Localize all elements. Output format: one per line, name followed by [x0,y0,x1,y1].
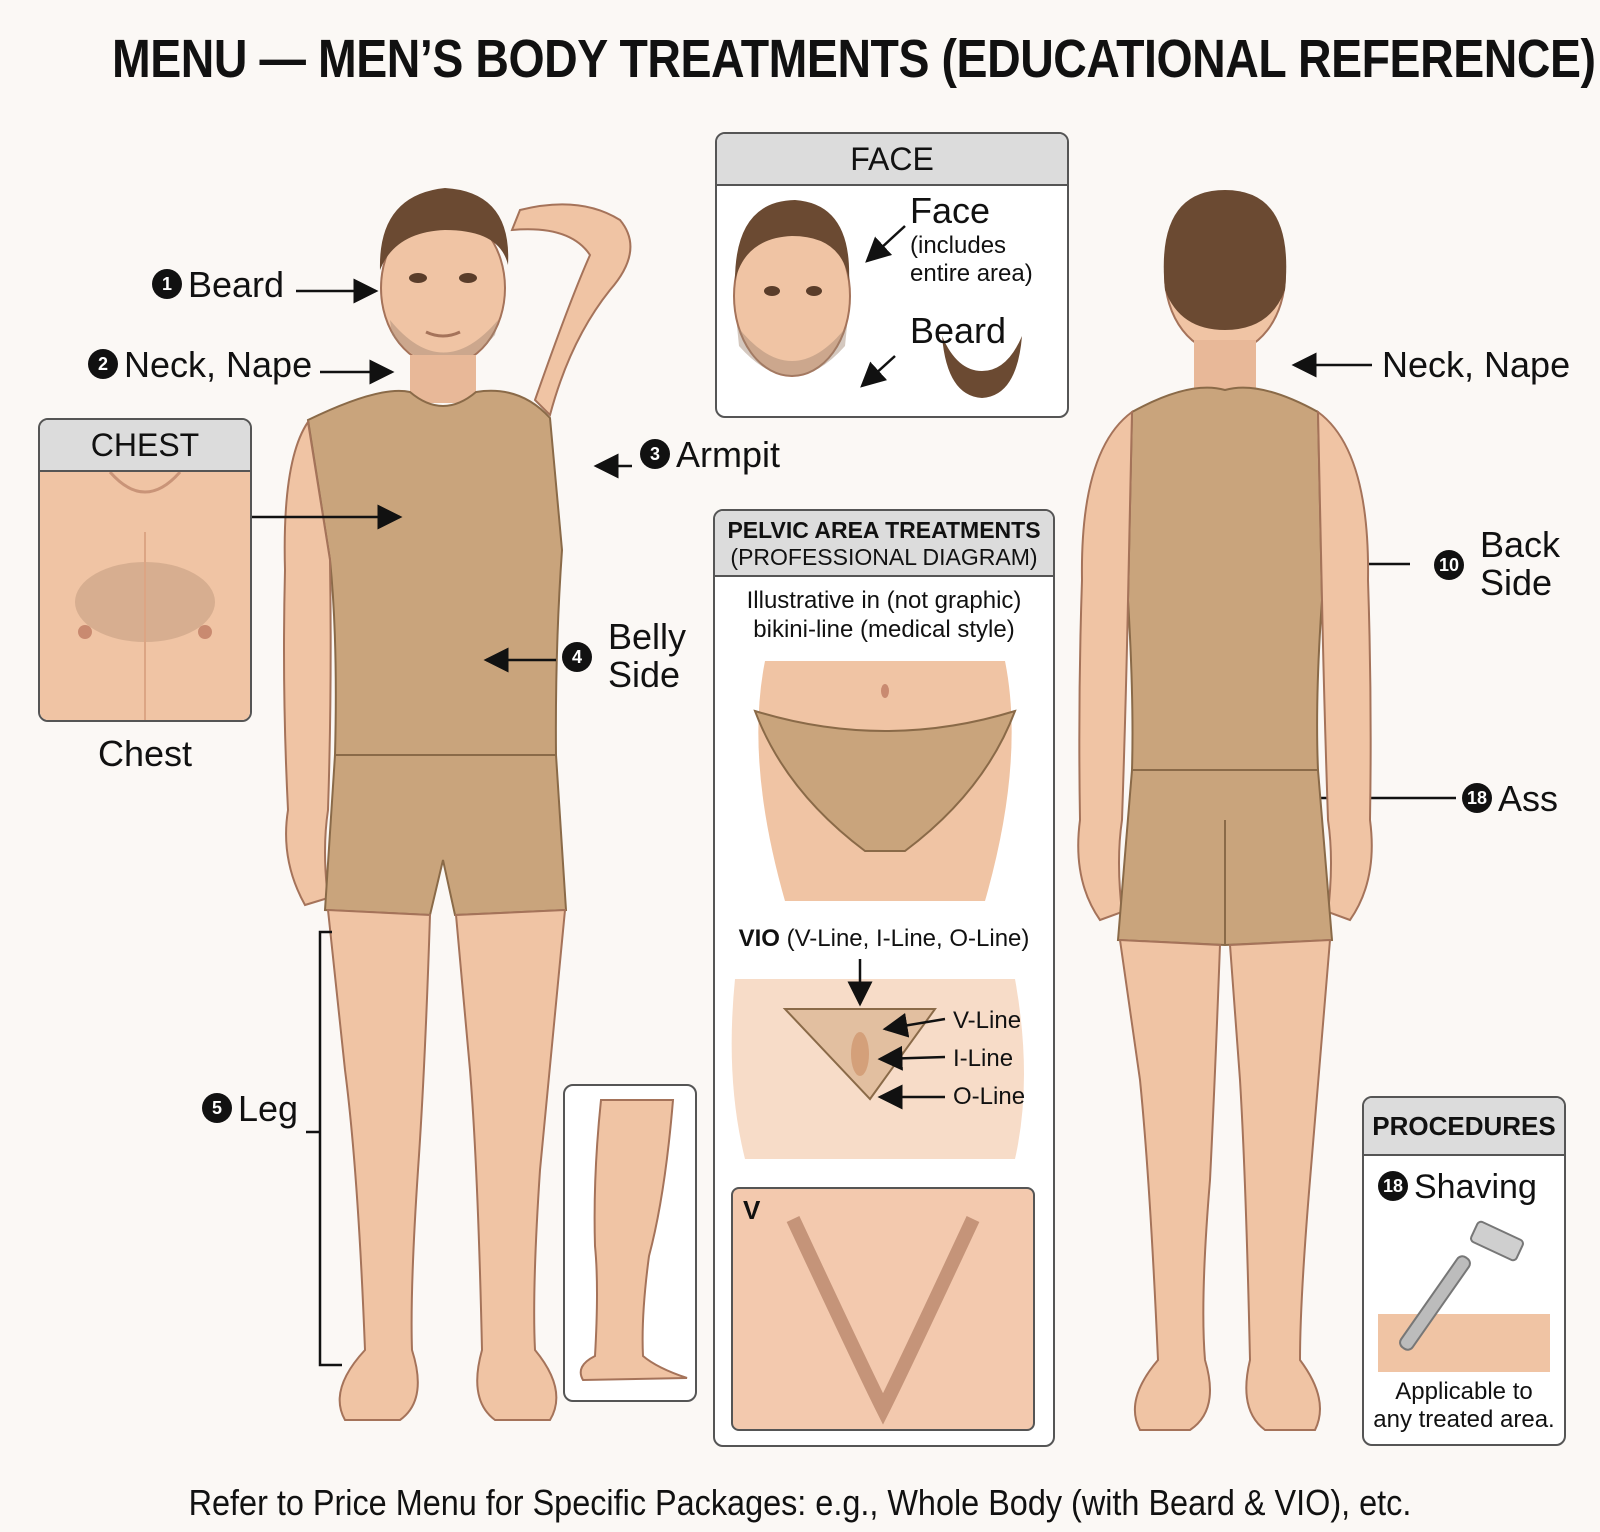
v-line-label: V-Line [953,1007,1022,1034]
footer-note: Refer to Price Menu for Specific Package… [188,1482,1412,1523]
face-sub1: (includes [910,232,1007,259]
face-sub2: entire area) [910,260,1033,287]
o-line-label: O-Line [953,1083,1026,1110]
pelvic-panel-header: PELVIC AREA TREATMENTS (PROFESSIONAL DIA… [715,511,1053,577]
vio-heading: VIO (V-Line, I-Line, O-Line) [738,925,1030,952]
chest-panel: CHEST [38,418,252,722]
face-panel: FACE Face (includes entire area) Beard [715,132,1069,418]
belly-label: 4 Belly Side [562,618,686,694]
chest-illustration [40,471,250,720]
leg-inset-illustration [579,1099,688,1382]
procedures-panel-header: PROCEDURES [1364,1098,1564,1156]
razor-icon [1378,1220,1550,1372]
face-illustration [733,200,1022,398]
leg-inset-panel [563,1084,697,1402]
chest-caption: Chest [97,733,193,774]
chest-panel-header: CHEST [40,420,250,472]
pelvic-panel: PELVIC AREA TREATMENTS (PROFESSIONAL DIA… [713,509,1055,1447]
face-beard-label: Beard [910,310,1007,351]
i-line-label: I-Line [953,1045,1014,1072]
back-body-figure [1077,190,1373,1431]
v-detail-box: V [731,1187,1035,1431]
back-label: 10 Back Side [1434,526,1560,602]
pelvic-description: Illustrative in (not graphic) bikini-lin… [746,587,1022,643]
page-title: MENU — MEN’S BODY TREATMENTS (EDUCATIONA… [112,29,1596,89]
v-detail-illustration [786,1216,980,1425]
v-box-label: V [743,1195,761,1225]
procedures-caption: Applicable to any treated area. [1373,1378,1555,1433]
vio-illustration [731,959,1024,1159]
face-panel-header: FACE [717,134,1067,186]
face-label: Face [910,190,991,231]
back-neck-label: Neck, Nape [1382,344,1571,385]
bikini-line-illustration [753,661,1017,901]
